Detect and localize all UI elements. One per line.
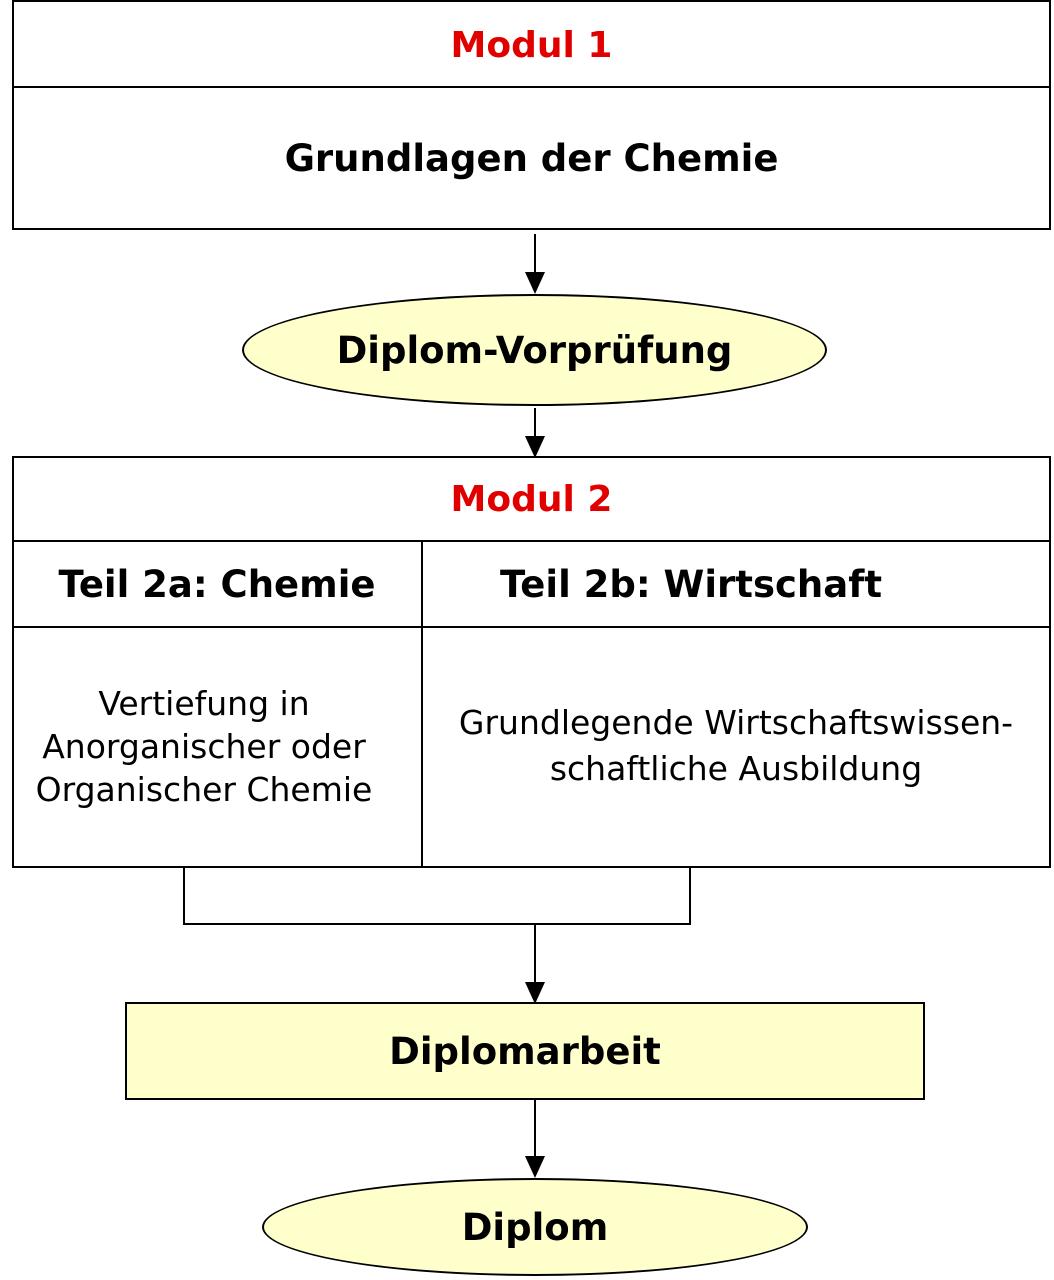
part-b-line-1: Grundlegende Wirtschaftswissen- xyxy=(458,703,1014,742)
part-b-content: Grundlegende Wirtschaftswissen- schaftli… xyxy=(423,628,1049,864)
part-a-line-3: Organischer Chemie xyxy=(35,769,373,809)
arrowhead-2 xyxy=(525,436,545,458)
part-a-content: Vertiefung in Anorganischer oder Organis… xyxy=(14,628,394,864)
diplomarbeit-box: Diplomarbeit xyxy=(125,1002,925,1100)
part-a-header: Teil 2a: Chemie xyxy=(58,562,376,606)
modul2-divider-header xyxy=(12,626,1051,628)
vorpruefung-label: Diplom-Vorprüfung xyxy=(336,328,733,372)
modul1-content: Grundlagen der Chemie xyxy=(284,136,779,180)
modul2-box xyxy=(12,456,1051,868)
modul2-column-divider xyxy=(421,540,423,868)
diplom-label: Diplom xyxy=(461,1205,609,1249)
diplom-ellipse: Diplom xyxy=(262,1178,808,1276)
part-b-header: Teil 2b: Wirtschaft xyxy=(499,562,883,606)
arrowhead-1 xyxy=(525,272,545,294)
modul2-divider-top xyxy=(12,540,1051,542)
part-a-line-1: Vertiefung in xyxy=(98,683,310,723)
part-a-line-2: Anorganischer oder xyxy=(42,726,366,766)
arrowhead-3 xyxy=(525,982,545,1004)
modul1-box xyxy=(12,0,1051,230)
modul2-title: Modul 2 xyxy=(450,478,613,520)
part-b-line-2: schaftliche Ausbildung xyxy=(549,749,923,788)
merge-line xyxy=(183,866,691,925)
modul1-divider xyxy=(12,86,1051,88)
modul1-title: Modul 1 xyxy=(450,24,613,66)
arrowhead-4 xyxy=(525,1156,545,1178)
diplomarbeit-label: Diplomarbeit xyxy=(389,1029,661,1073)
vorpruefung-ellipse: Diplom-Vorprüfung xyxy=(242,294,827,406)
